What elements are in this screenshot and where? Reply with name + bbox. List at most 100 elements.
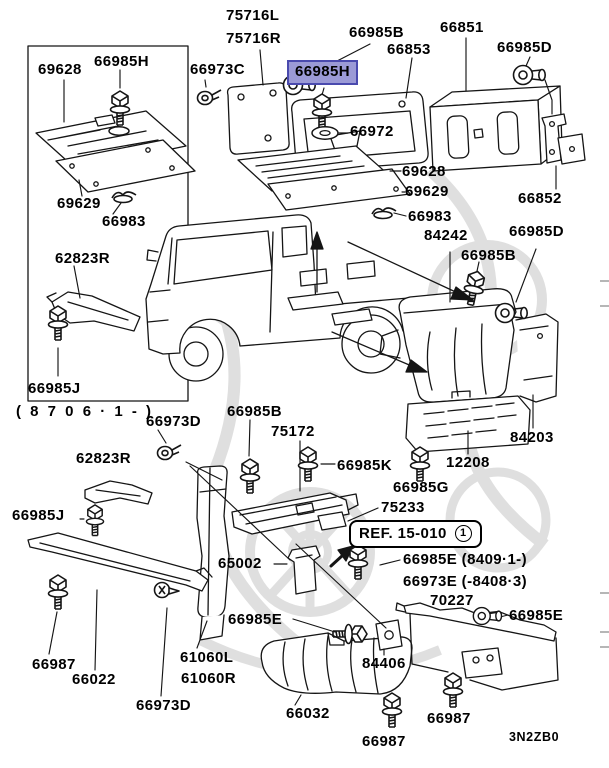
label-text: 66985K [337, 457, 392, 474]
label-text: 70227 [430, 592, 474, 609]
label-text: 66985D [497, 39, 552, 56]
part-label-66985G[interactable]: 66985G [393, 480, 449, 496]
part-label-66985B[interactable]: 66985B [461, 248, 516, 264]
label-text: 65002 [218, 555, 262, 572]
part-label-69629[interactable]: 69629 [57, 196, 101, 212]
part-label-66852[interactable]: 66852 [518, 191, 562, 207]
label-text: 66985B [349, 24, 404, 41]
label-text: 66987 [427, 710, 471, 727]
label-text: 69629 [57, 195, 101, 212]
part-label-61060R[interactable]: 61060R [181, 671, 236, 687]
part-label-66973E84083[interactable]: 66973E (-8408·3) [403, 574, 527, 590]
part-label-75716R[interactable]: 75716R [226, 31, 281, 47]
label-text: 75233 [381, 499, 425, 516]
part-label-66853[interactable]: 66853 [387, 42, 431, 58]
label-text: 66853 [387, 41, 431, 58]
label-text: 66851 [440, 19, 484, 36]
part-label-66983[interactable]: 66983 [408, 209, 452, 225]
label-text: 69629 [405, 183, 449, 200]
label-text: 66022 [72, 671, 116, 688]
part-drawing-75716 [226, 82, 290, 155]
part-label-66985D[interactable]: 66985D [497, 40, 552, 56]
part-label-66985E[interactable]: 66985E [228, 612, 282, 628]
part-label-66985J[interactable]: 66985J [28, 381, 80, 397]
part-label-84203[interactable]: 84203 [510, 430, 554, 446]
part-drawing-62823R-upper [46, 291, 141, 332]
part-label-66985D[interactable]: 66985D [509, 224, 564, 240]
label-text: 66987 [362, 733, 406, 750]
part-drawing-66852 [541, 113, 586, 165]
part-label-70227[interactable]: 70227 [430, 593, 474, 609]
part-label-61060L[interactable]: 61060L [180, 650, 233, 666]
part-label-66032[interactable]: 66032 [286, 706, 330, 722]
part-label-84242[interactable]: 84242 [424, 228, 468, 244]
part-drawing-69628-left [35, 110, 187, 170]
label-text: 61060R [181, 670, 236, 687]
label-text: 66987 [32, 656, 76, 673]
part-label-66985E[interactable]: 66985E [509, 608, 563, 624]
part-label-12208[interactable]: 12208 [446, 455, 490, 471]
diagram-code: 3N2ZB0 [509, 730, 559, 744]
part-label-66987[interactable]: 66987 [427, 711, 471, 727]
part-label-62823R[interactable]: 62823R [55, 251, 110, 267]
part-label-69629[interactable]: 69629 [405, 184, 449, 200]
label-text: 84406 [362, 655, 406, 672]
label-text: 75716R [226, 30, 281, 47]
label-text: 75172 [271, 423, 315, 440]
part-label-66985J[interactable]: 66985J [12, 508, 64, 524]
van-illustration [145, 214, 429, 382]
production-range-note: ( 8 7 0 6 · 1 - ) [16, 404, 154, 420]
part-label-84406[interactable]: 84406 [362, 656, 406, 672]
part-drawing-75233 [317, 511, 347, 531]
part-label-66985H-highlighted[interactable]: 66985H [287, 60, 358, 85]
part-label-69628[interactable]: 69628 [402, 164, 446, 180]
part-drawing-12208 [405, 390, 531, 453]
label-text: 84203 [510, 429, 554, 446]
part-label-66851[interactable]: 66851 [440, 20, 484, 36]
part-label-75172[interactable]: 75172 [271, 424, 315, 440]
label-text: 75716L [226, 7, 280, 24]
part-label-66973D[interactable]: 66973D [136, 698, 191, 714]
ref-circle-number: 1 [454, 525, 472, 542]
part-label-75233[interactable]: 75233 [381, 500, 425, 516]
part-label-69628[interactable]: 69628 [38, 62, 82, 78]
label-text: 66985H [94, 53, 149, 70]
part-label-66985K[interactable]: 66985K [337, 458, 392, 474]
part-label-66987[interactable]: 66987 [362, 734, 406, 750]
part-label-66022[interactable]: 66022 [72, 672, 116, 688]
label-text: 66985H [295, 63, 350, 80]
label-text: 66973C [190, 61, 245, 78]
part-drawing-84242 [379, 288, 559, 403]
label-text: 66985B [461, 247, 516, 264]
label-text: ( 8 7 0 6 · 1 - ) [16, 403, 154, 420]
part-label-66983[interactable]: 66983 [102, 214, 146, 230]
part-drawing-66032 [260, 632, 413, 695]
part-label-66973D[interactable]: 66973D [146, 414, 201, 430]
part-label-62823R[interactable]: 62823R [76, 451, 131, 467]
label-text: 66985E (8409·1-) [403, 551, 527, 568]
label-text: 84242 [424, 227, 468, 244]
label-text: 69628 [402, 163, 446, 180]
part-label-65002[interactable]: 65002 [218, 556, 262, 572]
part-label-66973C[interactable]: 66973C [190, 62, 245, 78]
part-label-66985B[interactable]: 66985B [227, 404, 282, 420]
part-drawing-84406 [375, 619, 403, 651]
part-label-66972[interactable]: 66972 [350, 124, 394, 140]
part-label-66985E84091[interactable]: 66985E (8409·1-) [403, 552, 527, 568]
part-label-66985B[interactable]: 66985B [349, 25, 404, 41]
label-text: 66985B [227, 403, 282, 420]
fasteners [47, 64, 547, 728]
part-label-66987[interactable]: 66987 [32, 657, 76, 673]
label-text: 66973D [146, 413, 201, 430]
label-text: 66985D [509, 223, 564, 240]
part-label-66985H[interactable]: 66985H [94, 54, 149, 70]
group-box-8706 [27, 45, 189, 402]
label-text: 66972 [350, 123, 394, 140]
label-text: 12208 [446, 454, 490, 471]
label-text: 66973D [136, 697, 191, 714]
part-label-75716L[interactable]: 75716L [226, 8, 279, 24]
label-text: 66985E [228, 611, 283, 628]
label-text: 62823R [55, 250, 110, 267]
